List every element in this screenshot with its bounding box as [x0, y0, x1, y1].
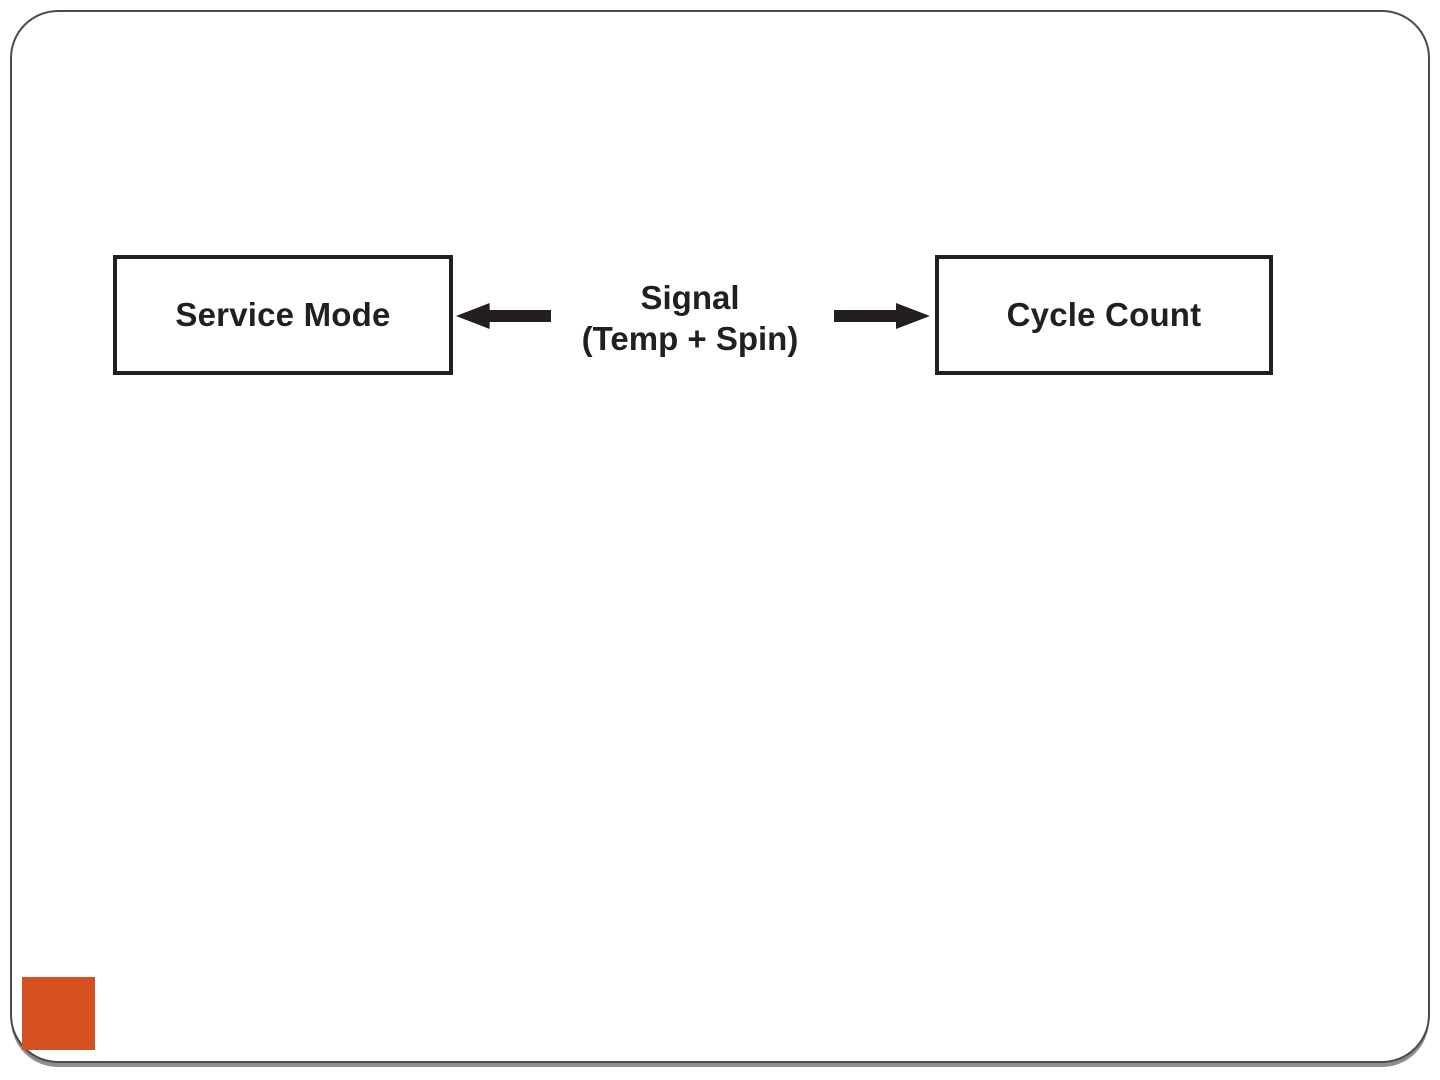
- node-cycle-count-label: Cycle Count: [1006, 296, 1202, 333]
- node-service-mode: Service Mode: [113, 255, 453, 375]
- accent-square: [22, 977, 95, 1050]
- signal-label-line1: Signal: [640, 279, 740, 316]
- slide-frame: [10, 10, 1430, 1063]
- node-cycle-count: Cycle Count: [935, 255, 1273, 375]
- signal-label-line2: (Temp + Spin): [581, 320, 799, 357]
- arrow-right-icon: [834, 303, 930, 329]
- node-service-mode-label: Service Mode: [175, 296, 391, 333]
- signal-label: Signal (Temp + Spin): [540, 277, 840, 359]
- arrow-left-icon: [456, 303, 551, 329]
